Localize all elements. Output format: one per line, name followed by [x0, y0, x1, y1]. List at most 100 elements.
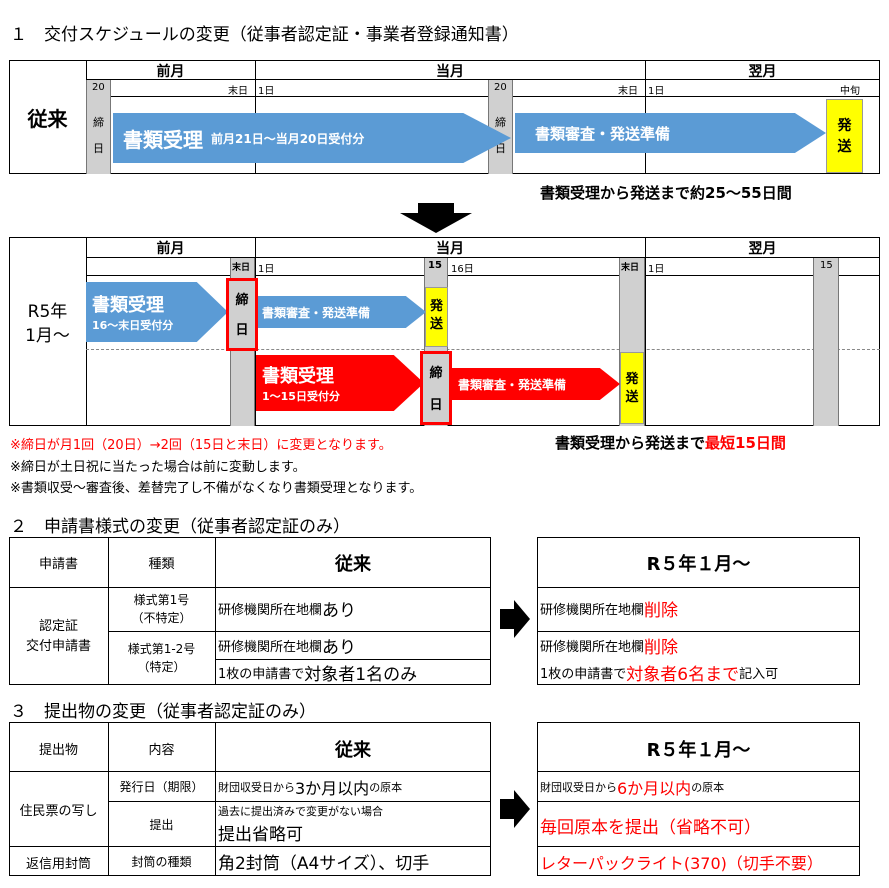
new-shime-box-2 — [420, 351, 452, 425]
old-day-mid: 中旬 — [840, 86, 860, 97]
s2-new-row-3-post: 記入可 — [739, 667, 779, 682]
section2-title: ２ 申請書様式の変更（従事者認定証のみ） — [10, 517, 350, 537]
s3-new-row-1-post: の原本 — [691, 780, 725, 794]
old-span-note: 書類受理から発送まで約25～55日間 — [540, 184, 792, 202]
s2-new-row-1: 研修機関所在地欄削除 — [537, 595, 678, 621]
new-receipt1-arrow: 書類受理 16～末日受付分 — [86, 282, 228, 342]
new-ship1-box: 発送 — [425, 287, 448, 347]
old-day-end2: 末日 — [618, 86, 638, 97]
new-month-cur: 当月 — [436, 241, 464, 257]
s3-new-header: R５年１月～ — [646, 740, 751, 761]
new-shime-text-2: 締日 — [429, 366, 443, 413]
s2-new-table — [537, 537, 860, 685]
right-arrow-icon-s3 — [500, 790, 530, 828]
new-day-1: 1日 — [258, 264, 275, 275]
s2-old-row-3-text: 1枚の申請書で — [218, 667, 305, 682]
s2-new-row-3: 1枚の申請書で対象者6名まで記入可 — [537, 660, 778, 685]
old-ship-box: 発送 — [826, 99, 863, 173]
new-review2-arrow: 書類審査・発送準備 — [452, 368, 620, 400]
s2-new-row-2: 研修機関所在地欄削除 — [537, 632, 678, 658]
new-day-16: 16日 — [451, 264, 474, 275]
s2-header-type: 種類 — [148, 557, 175, 572]
s3-new-row-2: 毎回原本を提出（省略不可） — [540, 817, 761, 838]
new-span-note: 書類受理から発送まで最短15日間 — [555, 432, 786, 453]
s3-new-row-3: レターパックライト(370)（切手不要） — [540, 853, 823, 873]
s2-new-row-1-red: 削除 — [644, 600, 679, 621]
s3-old-row-1-pre: 財団収受日から — [218, 780, 295, 794]
new-span-note-prefix: 書類受理から発送まで — [555, 434, 706, 452]
old-schedule-frame — [9, 60, 880, 174]
note-3: ※書類収受～審査後、差替完了し不備がなくなり書類受理となります。 — [10, 481, 423, 496]
new-receipt1-note: 16～末日受付分 — [92, 319, 174, 332]
s2-new-row-3-pre: 1枚の申請書で — [540, 667, 627, 682]
s2-type-2: 様式第1-2号 （特定） — [127, 642, 196, 674]
s2-new-row-1-text: 研修機関所在地欄 — [540, 602, 645, 618]
s2-header-form: 申請書 — [38, 557, 78, 572]
new-shime-text-1: 締日 — [235, 293, 249, 338]
s3-header-content: 内容 — [148, 743, 175, 758]
s2-old-table — [9, 537, 491, 685]
new-ship2-box: 発送 — [620, 352, 644, 424]
s2-old-row-2: 研修機関所在地欄あり — [215, 632, 356, 658]
old-review-arrow: 書類審査・発送準備 — [515, 113, 826, 153]
old-day-20b: 20 — [494, 82, 507, 93]
new-day-1b: 1日 — [648, 264, 665, 275]
new-receipt2-arrow: 書類受理 1～15日受付分 — [256, 355, 424, 411]
new-span-note-red: 最短15日間 — [705, 434, 786, 452]
s3-header-old: 従来 — [335, 740, 371, 761]
s3-old-row-1-post: の原本 — [369, 780, 403, 794]
s2-old-row-3: 1枚の申請書で対象者1名のみ — [215, 660, 417, 685]
new-day-15: 15 — [428, 260, 442, 271]
old-day-1b: 1日 — [648, 86, 665, 97]
old-receipt-note: 前月21日～当月20日受付分 — [211, 131, 365, 146]
s3-header-item: 提出物 — [38, 743, 78, 758]
s2-type-1: 様式第1号 （不特定） — [131, 593, 192, 625]
s2-new-row-3-red: 対象者6名まで — [626, 665, 740, 685]
new-receipt1-label: 書類受理 — [92, 295, 164, 316]
new-review1-arrow: 書類審査・発送準備 — [258, 296, 426, 328]
old-month-prev: 前月 — [156, 64, 185, 80]
s3-old-row-3: 角2封筒（A4サイズ）、切手 — [218, 854, 430, 874]
new-day-end1: 末日 — [232, 263, 251, 273]
s3-old-table — [9, 722, 491, 876]
old-receipt-label: 書類受理 — [123, 127, 203, 152]
old-row-label: 従来 — [27, 106, 68, 131]
old-day-end1: 末日 — [228, 86, 248, 97]
new-day-15b: 15 — [820, 260, 833, 271]
s3-new-row-1-red: 6か月以内 — [617, 778, 692, 798]
note-2: ※締日が土日祝に当たった場合は前に変動します。 — [10, 460, 306, 475]
s2-old-row-2-value: あり — [322, 637, 357, 658]
s2-old-row-1-value: あり — [322, 600, 357, 621]
new-day-end2: 末日 — [621, 263, 640, 273]
s3-group-1: 住民票の写し — [19, 804, 98, 819]
s3-type-2: 提出 — [149, 818, 174, 832]
new-grey-col-4 — [813, 258, 839, 426]
s2-header-old: 従来 — [335, 554, 371, 575]
new-receipt2-note: 1～15日受付分 — [262, 390, 340, 403]
new-month-prev: 前月 — [156, 241, 185, 257]
section1-title: １ 交付スケジュールの変更（従事者認定証・事業者登録通知書） — [10, 25, 519, 45]
s3-group-2: 返信用封筒 — [25, 857, 91, 872]
old-month-next: 翌月 — [748, 64, 777, 80]
s2-new-row-2-red: 削除 — [644, 637, 679, 658]
old-day-20: 20 — [92, 82, 105, 93]
s2-old-row-1: 研修機関所在地欄あり — [215, 595, 356, 621]
s2-new-row-2-text: 研修機関所在地欄 — [540, 639, 645, 655]
old-shime-col-1 — [86, 80, 111, 174]
old-receipt-arrow: 書類受理 前月21日～当月20日受付分 — [113, 113, 511, 163]
s2-old-row-2-text: 研修機関所在地欄 — [218, 639, 323, 655]
new-receipt2-label: 書類受理 — [262, 366, 334, 387]
s3-type-1: 発行日（期限） — [119, 780, 204, 794]
s3-old-row-2-big: 提出省略可 — [218, 825, 303, 845]
s3-old-row-2-small: 過去に提出済みで変更がない場合 — [218, 805, 383, 818]
section3-title: ３ 提出物の変更（従事者認定証のみ） — [10, 702, 316, 722]
s3-new-row-1-pre: 財団収受日から — [540, 780, 617, 794]
new-shime-box-1 — [226, 278, 258, 351]
s3-old-row-1-big: 3か月以内 — [295, 778, 370, 798]
s2-old-row-3-value: 対象者1名のみ — [304, 665, 418, 685]
old-shime-text-1: 締日 — [93, 116, 104, 155]
note-1: ※締日が月1回（20日）→2回（15日と末日）に変更となります。 — [10, 438, 392, 453]
old-month-cur: 当月 — [436, 64, 464, 80]
